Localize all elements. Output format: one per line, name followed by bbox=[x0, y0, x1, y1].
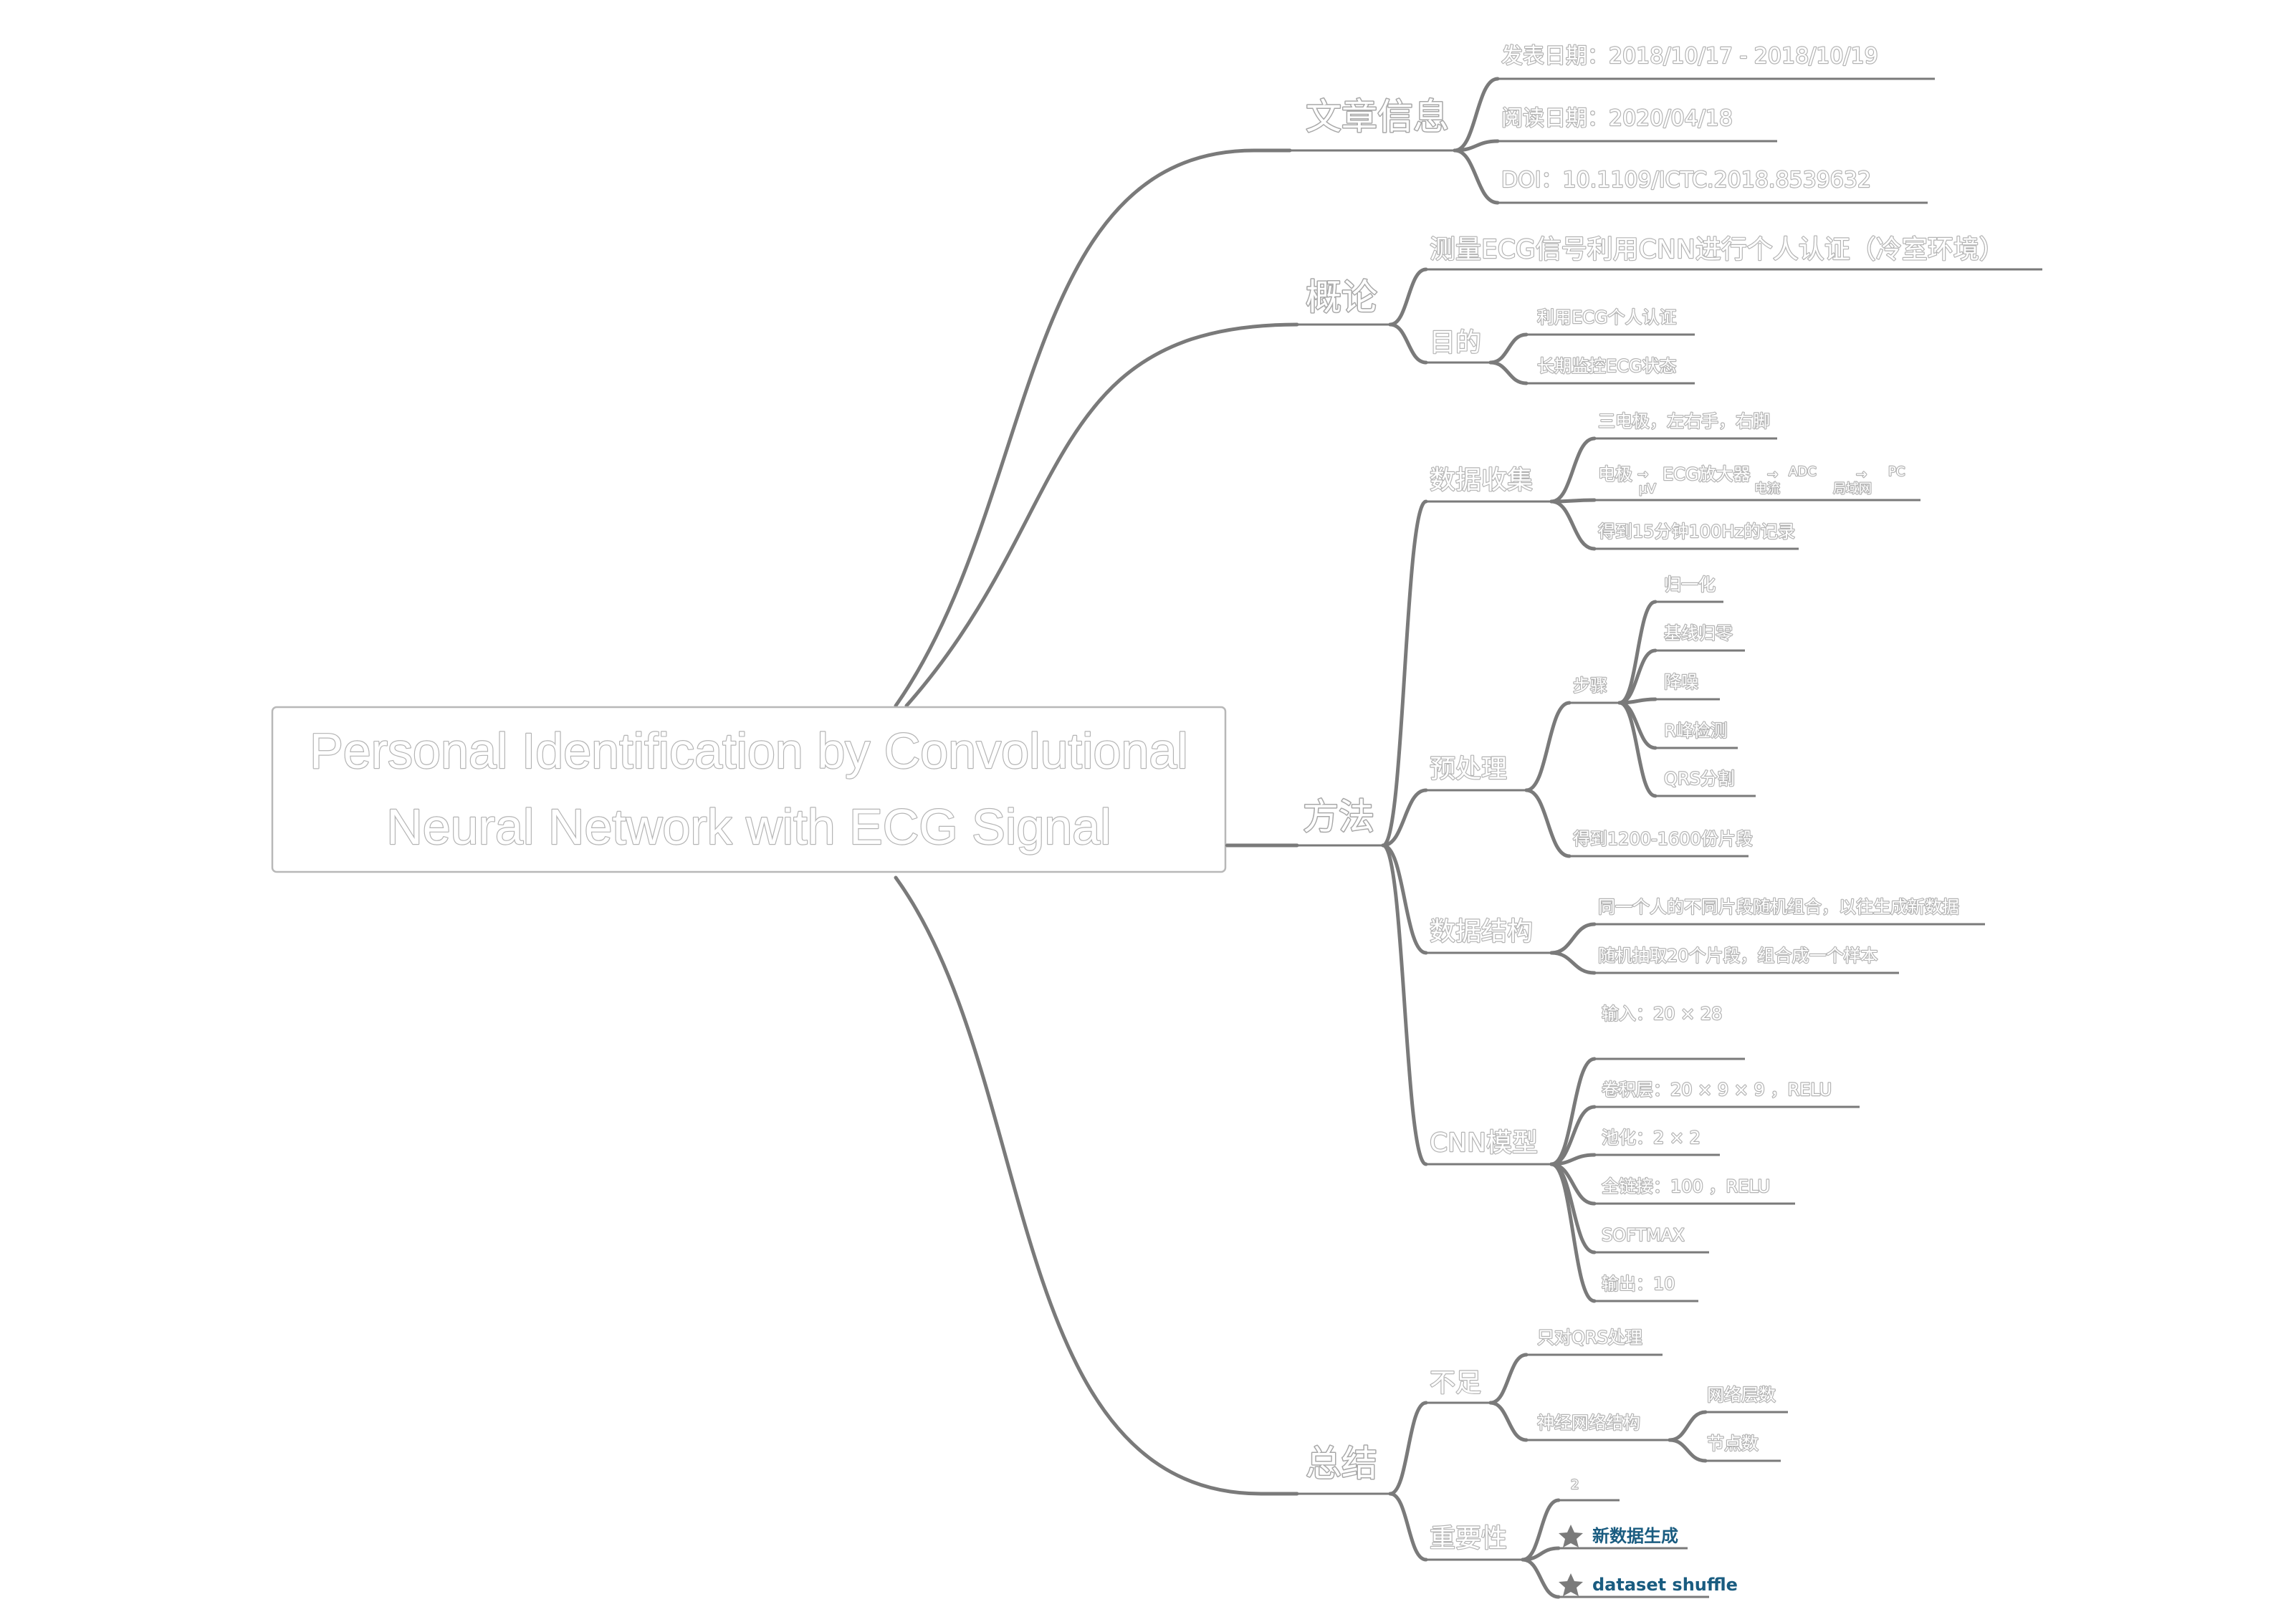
cnn-conv: 卷积层：20 × 9 × 9 ，RELU bbox=[1602, 1080, 1832, 1100]
step-baseline: 基线归零 bbox=[1664, 623, 1733, 643]
purpose-item-2: 长期监控ECG状态 bbox=[1537, 356, 1677, 376]
article-info-label: 文章信息 bbox=[1306, 96, 1449, 138]
step-denoise: 降噪 bbox=[1664, 672, 1698, 692]
summary-label: 总结 bbox=[1306, 1443, 1377, 1484]
branch-method[interactable]: 方法 数据收集 三电极，左右手，右脚 电极 → μV ECG放大器 → 电流 A… bbox=[1225, 411, 1985, 1303]
importance-link-2: dataset shuffle bbox=[1592, 1575, 1738, 1595]
importance-count: 2 bbox=[1571, 1477, 1579, 1492]
step-qrs-segment: QRS分割 bbox=[1664, 769, 1735, 789]
pipeline-pc: PC bbox=[1888, 464, 1905, 479]
overview-summary: 测量ECG信号利用CNN进行个人认证（冷室环境） bbox=[1430, 235, 2005, 264]
nn-structure-label: 神经网络结构 bbox=[1537, 1413, 1640, 1433]
collection-pipeline: 电极 → μV ECG放大器 → 电流 ADC → 局域网 PC bbox=[1597, 464, 1906, 497]
preprocess-result: 得到1200-1600份片段 bbox=[1573, 829, 1753, 849]
shortcoming-qrs-only: 只对QRS处理 bbox=[1537, 1328, 1642, 1348]
structure-item-2: 随机抽取20个片段，组合成一个样本 bbox=[1598, 946, 1878, 966]
cnn-label: CNN模型 bbox=[1430, 1128, 1538, 1158]
importance-link-1: 新数据生成 bbox=[1592, 1526, 1678, 1546]
shortcomings-label: 不足 bbox=[1430, 1368, 1481, 1398]
branch-overview[interactable]: 概论 测量ECG信号利用CNN进行个人认证（冷室环境） 目的 利用ECG个人认证… bbox=[1297, 234, 2042, 385]
star-icon bbox=[1559, 1573, 1583, 1596]
link-dataset-shuffle[interactable]: dataset shuffle bbox=[1559, 1573, 1738, 1596]
step-r-peak: R峰检测 bbox=[1664, 721, 1728, 741]
nn-layers: 网络层数 bbox=[1707, 1385, 1776, 1405]
cnn-output: 输出：10 bbox=[1602, 1274, 1675, 1294]
pipeline-amplifier: ECG放大器 bbox=[1663, 464, 1751, 484]
pipeline-arrow-3: → bbox=[1856, 467, 1867, 482]
method-label: 方法 bbox=[1303, 796, 1374, 838]
branch-summary[interactable]: 总结 不足 只对QRS处理 神经网络结构 网络层数 节点数 重要性 2 新数据生… bbox=[1261, 1327, 1788, 1599]
article-published: 发表日期：2018/10/17 - 2018/10/19 bbox=[1501, 44, 1878, 69]
pipeline-unit-2: 电流 bbox=[1754, 481, 1780, 496]
overview-label: 概论 bbox=[1306, 277, 1377, 318]
structure-label: 数据结构 bbox=[1430, 917, 1533, 946]
purpose-item-1: 利用ECG个人认证 bbox=[1537, 307, 1677, 327]
purpose-label: 目的 bbox=[1430, 328, 1481, 357]
collection-item-1: 三电极，左右手，右脚 bbox=[1598, 411, 1770, 431]
cnn-fc: 全链接：100 ，RELU bbox=[1602, 1176, 1770, 1196]
star-icon bbox=[1559, 1525, 1583, 1547]
pipeline-electrode: 电极 bbox=[1598, 464, 1632, 484]
root-title-line2: Neural Network with ECG Signal bbox=[386, 799, 1111, 855]
branch-article-info[interactable]: 文章信息 发表日期：2018/10/17 - 2018/10/19 阅读日期：2… bbox=[1254, 43, 1935, 205]
cnn-softmax: SOFTMAX bbox=[1602, 1225, 1685, 1245]
step-normalize: 归一化 bbox=[1664, 575, 1716, 595]
pipeline-arrow-2: → bbox=[1767, 467, 1778, 482]
pipeline-adc: ADC bbox=[1789, 464, 1817, 479]
cnn-input: 输入：20 × 28 bbox=[1602, 1004, 1722, 1024]
pipeline-unit-1: μV bbox=[1639, 481, 1656, 496]
link-new-data[interactable]: 新数据生成 bbox=[1559, 1525, 1678, 1547]
cnn-pool: 池化：2 × 2 bbox=[1602, 1128, 1701, 1148]
structure-item-1: 同一个人的不同片段随机组合，以往生成新数据 bbox=[1598, 897, 1959, 917]
importance-label: 重要性 bbox=[1430, 1524, 1507, 1553]
root-title-line1: Personal Identification by Convolutional bbox=[310, 723, 1188, 779]
pipeline-unit-3: 局域网 bbox=[1833, 481, 1872, 496]
pipeline-arrow-1: → bbox=[1637, 467, 1648, 482]
preprocess-label: 预处理 bbox=[1430, 754, 1507, 784]
steps-label: 步骤 bbox=[1573, 676, 1607, 696]
root-node[interactable]: Personal Identification by Convolutional… bbox=[271, 706, 1227, 873]
article-doi: DOI：10.1109/ICTC.2018.8539632 bbox=[1501, 168, 1871, 193]
collection-item-2: 得到15分钟100Hz的记录 bbox=[1598, 522, 1795, 542]
nn-nodes: 节点数 bbox=[1707, 1434, 1759, 1454]
collection-label: 数据收集 bbox=[1430, 466, 1533, 495]
article-read-date: 阅读日期：2020/04/18 bbox=[1501, 106, 1733, 131]
